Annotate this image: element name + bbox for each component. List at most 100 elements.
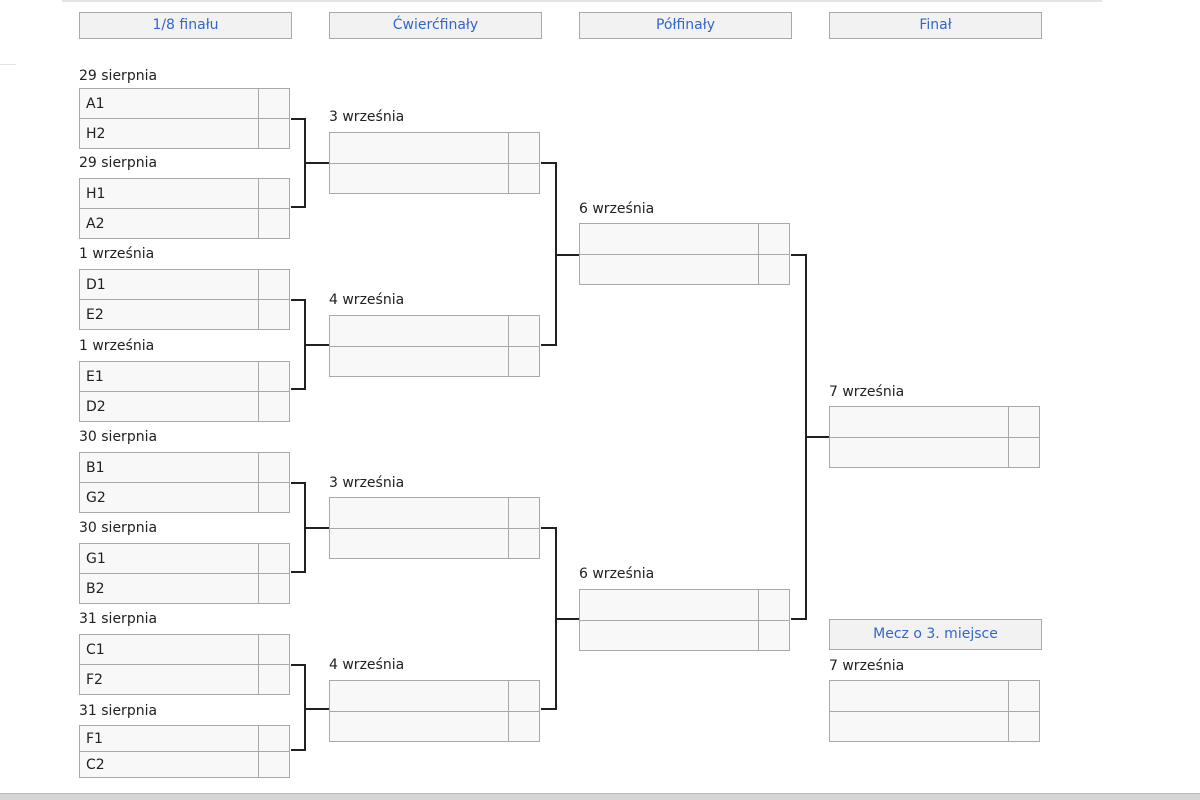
- team-row: G2: [80, 483, 289, 512]
- team-row: C1: [80, 635, 289, 665]
- team-name: C1: [80, 635, 258, 664]
- team-score: [1008, 681, 1039, 711]
- top-divider: [62, 0, 1102, 2]
- bracket-connector: [291, 571, 306, 573]
- match-box-r16-3: D1 E2: [79, 269, 290, 330]
- bracket-connector: [791, 618, 807, 620]
- team-row: [580, 590, 789, 621]
- team-score: [1008, 407, 1039, 437]
- match-date: 30 sierpnia: [79, 520, 158, 536]
- team-row: F1: [80, 726, 289, 752]
- team-score: [258, 483, 289, 512]
- team-score: [508, 681, 539, 711]
- bracket-connector: [541, 527, 557, 529]
- team-row: [580, 224, 789, 255]
- bracket-connector: [291, 664, 306, 666]
- bracket-connector: [304, 344, 329, 346]
- bracket-connector: [805, 436, 829, 438]
- team-score: [1008, 712, 1039, 741]
- team-name: [330, 316, 508, 346]
- team-name: E1: [80, 362, 258, 391]
- team-row: [580, 621, 789, 650]
- team-name: [830, 438, 1008, 467]
- team-row: [330, 529, 539, 558]
- header-third-place[interactable]: Mecz o 3. miejsce: [829, 619, 1042, 650]
- team-name: B2: [80, 574, 258, 603]
- side-link[interactable]: i: [0, 186, 1, 201]
- bracket-connector: [291, 388, 306, 390]
- match-box-sf-1: [579, 223, 790, 285]
- match-box-qf-2: [329, 315, 540, 377]
- team-score: [508, 529, 539, 558]
- match-box-r16-8: F1 C2: [79, 725, 290, 778]
- team-row: [830, 407, 1039, 438]
- match-box-r16-4: E1 D2: [79, 361, 290, 422]
- horizontal-scrollbar[interactable]: [0, 793, 1200, 800]
- match-date: 31 sierpnia: [79, 611, 158, 627]
- bracket-connector: [291, 206, 306, 208]
- left-divider: [0, 64, 16, 65]
- team-name: C2: [80, 752, 258, 777]
- team-name: G2: [80, 483, 258, 512]
- team-row: [330, 164, 539, 193]
- team-score: [758, 255, 789, 284]
- bracket-connector: [541, 344, 557, 346]
- team-row: E1: [80, 362, 289, 392]
- team-score: [258, 752, 289, 777]
- team-name: A1: [80, 89, 258, 118]
- team-name: G1: [80, 544, 258, 573]
- team-name: [580, 590, 758, 620]
- match-box-r16-1: A1 H2: [79, 88, 290, 149]
- team-row: C2: [80, 752, 289, 777]
- match-box-final: [829, 406, 1040, 468]
- bracket-connector: [555, 618, 579, 620]
- match-date: 31 sierpnia: [79, 703, 158, 719]
- match-date: 6 września: [579, 566, 655, 582]
- team-name: [330, 164, 508, 193]
- match-box-r16-2: H1 A2: [79, 178, 290, 239]
- match-box-r16-7: C1 F2: [79, 634, 290, 695]
- match-box-r16-5: B1 G2: [79, 452, 290, 513]
- bracket-connector: [304, 664, 306, 751]
- match-box-qf-3: [329, 497, 540, 559]
- team-score: [258, 574, 289, 603]
- team-name: B1: [80, 453, 258, 482]
- match-box-qf-4: [329, 680, 540, 742]
- team-score: [508, 164, 539, 193]
- team-row: G1: [80, 544, 289, 574]
- match-box-r16-6: G1 B2: [79, 543, 290, 604]
- team-score: [258, 209, 289, 238]
- team-score: [1008, 438, 1039, 467]
- team-name: [580, 255, 758, 284]
- team-row: [330, 498, 539, 529]
- bracket-connector: [291, 299, 306, 301]
- team-name: [330, 529, 508, 558]
- team-name: D1: [80, 270, 258, 299]
- bracket-connector: [291, 118, 306, 120]
- team-name: [330, 712, 508, 741]
- header-round-of-16[interactable]: 1/8 finału: [79, 12, 292, 39]
- team-row: [330, 316, 539, 347]
- header-quarterfinals[interactable]: Ćwierćfinały: [329, 12, 542, 39]
- match-date: 4 września: [329, 657, 405, 673]
- team-score: [508, 316, 539, 346]
- team-score: [258, 665, 289, 694]
- team-row: [580, 255, 789, 284]
- team-row: [330, 681, 539, 712]
- match-date: 3 września: [329, 109, 405, 125]
- match-date: 1 września: [79, 246, 155, 262]
- team-score: [258, 544, 289, 573]
- bracket-connector: [791, 254, 807, 256]
- header-semifinals[interactable]: Półfinały: [579, 12, 792, 39]
- team-name: H1: [80, 179, 258, 208]
- team-row: A1: [80, 89, 289, 119]
- bracket-connector: [304, 527, 329, 529]
- header-final[interactable]: Finał: [829, 12, 1042, 39]
- team-score: [258, 635, 289, 664]
- bracket-connector: [291, 482, 306, 484]
- team-row: B1: [80, 453, 289, 483]
- team-name: H2: [80, 119, 258, 148]
- team-row: A2: [80, 209, 289, 238]
- team-name: [830, 407, 1008, 437]
